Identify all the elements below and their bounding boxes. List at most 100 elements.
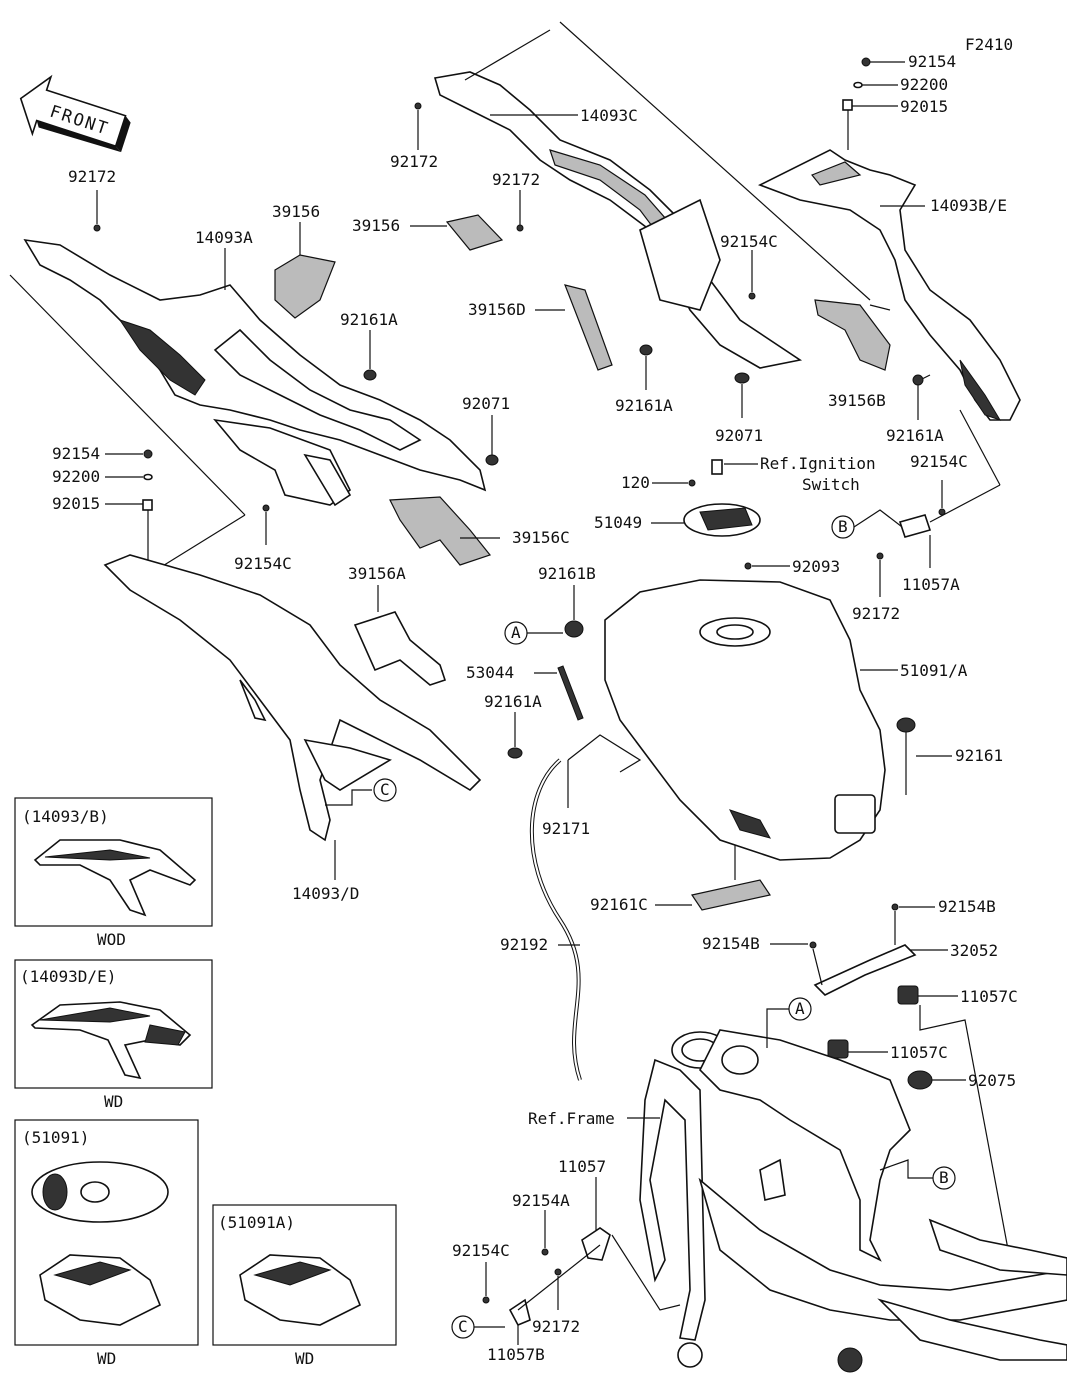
- variant-code: WD: [97, 1349, 116, 1368]
- key-cylinder: [711, 459, 723, 475]
- label-92171: 92171: [542, 819, 590, 838]
- bolt-92154-l: [143, 449, 153, 459]
- bolt-92154a: [541, 1248, 549, 1256]
- label-92154c-b: 92154C: [452, 1241, 510, 1260]
- fuel-cap-51049: [683, 459, 761, 537]
- label-14093d: 14093/D: [292, 884, 359, 903]
- bracket-32052: [809, 903, 917, 996]
- label-14093c: 14093C: [580, 106, 638, 125]
- pad-39156b: [814, 299, 891, 371]
- label-39156d: 39156D: [468, 300, 526, 319]
- label-92154a: 92154A: [512, 1191, 570, 1210]
- callout-c-lower-label: C: [458, 1317, 468, 1336]
- label-53044: 53044: [466, 663, 514, 682]
- pad-39156-left: [274, 254, 336, 319]
- label-39156a: 39156A: [348, 564, 406, 583]
- strip-53044: [557, 665, 584, 721]
- variant-title: (51091A): [218, 1213, 295, 1232]
- bolt-92154c-l: [262, 504, 270, 512]
- grommet-92161a-c: [639, 344, 653, 356]
- bolt-92172-b: [554, 1268, 562, 1276]
- label-92154: 92154: [908, 52, 956, 71]
- grommet-92161a-r: [912, 374, 924, 386]
- label-92015: 92015: [900, 97, 948, 116]
- bracket-11057a: [898, 514, 932, 538]
- label-92172-top: 92172: [390, 152, 438, 171]
- label-92154b-l: 92154B: [702, 934, 760, 953]
- label-92172-r: 92172: [852, 604, 900, 623]
- label-ref-ignition: Ref.Ignition: [760, 454, 876, 473]
- label-92172-mid: 92172: [492, 170, 540, 189]
- frame-reference: [639, 1029, 1067, 1373]
- variant-code: WD: [104, 1092, 123, 1111]
- label-92161b: 92161B: [538, 564, 596, 583]
- front-arrow-icon: FRONT: [19, 74, 131, 153]
- bolt-120: [688, 479, 696, 487]
- label-39156c: 39156C: [512, 528, 570, 547]
- variant-title: (51091): [22, 1128, 89, 1147]
- label-92192: 92192: [500, 935, 548, 954]
- label-32052: 32052: [950, 941, 998, 960]
- label-11057b: 11057B: [487, 1345, 545, 1364]
- label-120: 120: [621, 473, 650, 492]
- callout-b-upper-label: B: [838, 517, 848, 536]
- side-cover-14093be: [758, 149, 1021, 421]
- label-39156b: 39156B: [828, 391, 886, 410]
- small-fasteners-tr: [842, 57, 871, 111]
- callout-b-frame-label: B: [939, 1168, 949, 1187]
- label-92200-l: 92200: [52, 467, 100, 486]
- callout-c-left: [373, 778, 397, 802]
- label-92015-l: 92015: [52, 494, 100, 513]
- label-92071-l: 92071: [462, 394, 510, 413]
- bolt-92172-top: [414, 102, 422, 110]
- label-11057: 11057: [558, 1157, 606, 1176]
- label-51049: 51049: [594, 513, 642, 532]
- callout-c-left-label: C: [380, 780, 390, 799]
- label-92071-c: 92071: [715, 426, 763, 445]
- variant-code: WOD: [97, 930, 126, 949]
- collar-92015-l: [142, 499, 153, 511]
- label-92154b-r: 92154B: [938, 897, 996, 916]
- label-39156-a: 39156: [272, 202, 320, 221]
- grommet-92161a-l: [363, 369, 377, 381]
- label-39156-b: 39156: [352, 216, 400, 235]
- hose-92192: [529, 758, 582, 1081]
- variant-14093b: (14093/B) WOD: [14, 797, 213, 949]
- damper-11057c-2: [827, 1039, 849, 1059]
- variant-51091a: (51091A) WD: [212, 1204, 397, 1368]
- label-92161a-l: 92161A: [340, 310, 398, 329]
- pad-92161c: [691, 879, 771, 911]
- label-92075: 92075: [968, 1071, 1016, 1090]
- grommet-92161a-lower: [507, 747, 523, 759]
- figure-code: F2410: [965, 35, 1013, 54]
- washer-92200-l: [143, 473, 153, 481]
- grommet-92161: [896, 717, 916, 733]
- label-14093be: 14093B/E: [930, 196, 1007, 215]
- damper-11057c-1: [897, 985, 919, 1005]
- grommet-92071-l: [485, 454, 499, 466]
- pad-39156c: [389, 496, 492, 566]
- side-cover-14093c: [433, 71, 803, 369]
- variant-title: (14093D/E): [20, 967, 116, 986]
- label-92154c-l: 92154C: [234, 554, 292, 573]
- pad-39156a: [353, 611, 447, 686]
- label-51091a: 51091/A: [900, 661, 968, 680]
- variant-51091: (51091) WD: [14, 1119, 199, 1368]
- grommet-92161b: [564, 620, 584, 638]
- bracket-11057: [508, 1227, 611, 1327]
- bolt-92172-mid: [516, 224, 524, 232]
- label-switch: Switch: [802, 475, 860, 494]
- label-92154c-r: 92154C: [910, 452, 968, 471]
- label-92161: 92161: [955, 746, 1003, 765]
- label-92200: 92200: [900, 75, 948, 94]
- label-ref-frame: Ref.Frame: [528, 1109, 615, 1128]
- variant-title: (14093/B): [22, 807, 109, 826]
- label-92161a-c: 92161A: [615, 396, 673, 415]
- grommet-92075: [907, 1070, 933, 1090]
- label-92172-left: 92172: [68, 167, 116, 186]
- bolt-92154c-b: [482, 1296, 490, 1304]
- bolt-92154c-top: [748, 292, 756, 300]
- variant-14093de: (14093D/E) WD: [14, 959, 213, 1111]
